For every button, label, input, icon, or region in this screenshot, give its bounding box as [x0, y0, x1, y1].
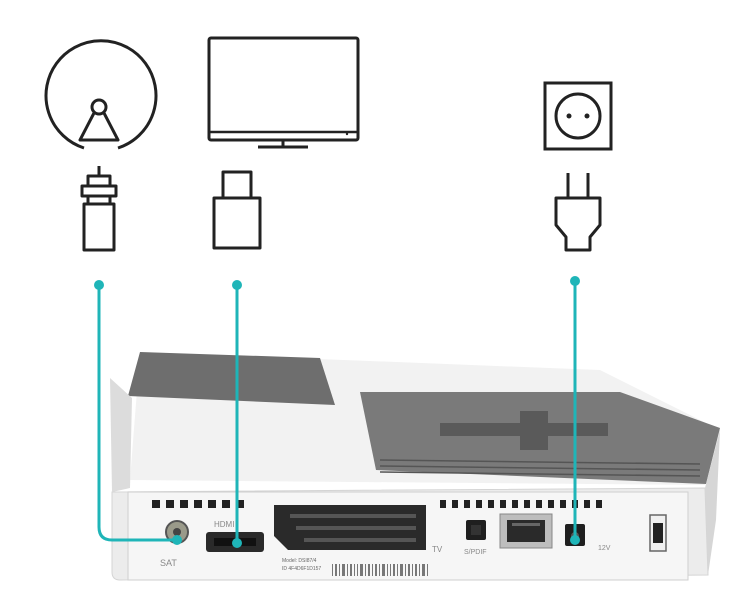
power-socket-icon	[543, 81, 613, 151]
connector-dots	[94, 276, 580, 548]
hdmi-port-label: HDMI	[214, 520, 234, 529]
sat-connection-line	[97, 283, 179, 542]
model-sub-label: ID 4F4D6F1D157	[282, 566, 321, 572]
scart-port: TV	[274, 505, 443, 554]
power-port-label: 12V	[598, 545, 611, 552]
sat-port-label: SAT	[160, 558, 177, 568]
usb-port	[649, 514, 667, 552]
connector-lines	[97, 279, 577, 545]
tv-icon	[207, 36, 360, 149]
sat-top-dot	[94, 280, 104, 290]
coax-plug-icon	[80, 166, 118, 252]
sat-end-dot	[172, 535, 182, 545]
power-top-dot	[570, 276, 580, 286]
spdif-port: S/PDIF	[464, 520, 487, 556]
barcode	[332, 564, 428, 576]
hdmi-end-dot	[232, 538, 242, 548]
hdmi-plug-icon	[212, 170, 262, 250]
model-label: Model: DSI87/4	[282, 558, 317, 564]
satellite-dish-icon	[44, 39, 158, 150]
hdmi-top-dot	[232, 280, 242, 290]
set-top-box: SAT HDMI TV Model: DSI87/4 ID 4F4D6F1D15…	[110, 352, 720, 581]
ethernet-port	[499, 513, 553, 549]
power-plug-icon	[554, 173, 602, 252]
tv-port-label: TV	[432, 545, 443, 554]
spdif-port-label: S/PDIF	[464, 549, 487, 556]
power-end-dot	[570, 535, 580, 545]
